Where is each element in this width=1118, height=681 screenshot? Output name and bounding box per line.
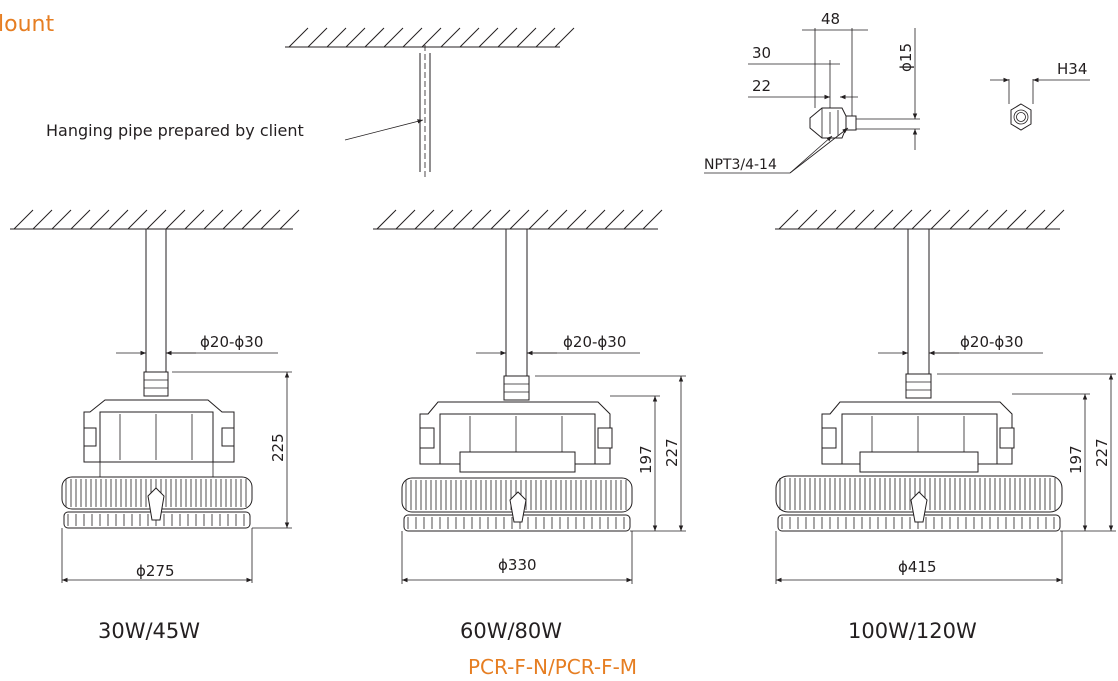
fitting-diameter-label: ϕ15 (897, 43, 915, 72)
lamp-2-height-label-197: 197 (637, 445, 655, 474)
lamp-1 (10, 209, 300, 583)
lamp-2-pipe-label: ϕ20-ϕ30 (563, 333, 626, 351)
ceiling-hatch-3 (775, 209, 1065, 230)
lamp-1-diameter-label: ϕ275 (136, 562, 175, 580)
lamp-3-power-label: 100W/120W (848, 619, 977, 643)
lamp-1-pipe-label: ϕ20-ϕ30 (200, 333, 263, 351)
thread-label: NPT3/4-14 (704, 157, 777, 173)
ceiling-hatch-1 (10, 209, 300, 230)
pipe-label: Hanging pipe prepared by client (46, 121, 304, 140)
model-label: PCR-F-N/PCR-F-M (468, 655, 637, 679)
pipe-leader-line (344, 119, 424, 141)
lamp-2-power-label: 60W/80W (460, 619, 562, 643)
lamp-3-pipe-label: ϕ20-ϕ30 (960, 333, 1023, 351)
section-title: lount (0, 12, 54, 37)
lamp-3-height-label-197: 197 (1067, 445, 1085, 474)
fitting-dim-30: 30 (752, 44, 771, 62)
lamp-3-diameter-label: ϕ415 (898, 558, 937, 576)
lamp-1-power-label: 30W/45W (98, 619, 200, 643)
ceiling-hatch-top (285, 27, 575, 48)
hanging-pipe-detail (419, 45, 431, 178)
fitting-dim-22: 22 (752, 77, 771, 95)
fitting-detail (704, 28, 1090, 174)
lamp-3-height-label-227: 227 (1093, 438, 1111, 467)
lamp-2-height-label-227: 227 (663, 438, 681, 467)
fitting-dim-48: 48 (821, 10, 840, 28)
lamp-3 (775, 209, 1116, 584)
hex-label: H34 (1057, 60, 1087, 78)
ceiling-hatch-2 (373, 209, 663, 230)
lamp-1-height-label: 225 (269, 433, 287, 462)
lamp-2 (373, 209, 686, 584)
lamp-2-diameter-label: ϕ330 (498, 556, 537, 574)
